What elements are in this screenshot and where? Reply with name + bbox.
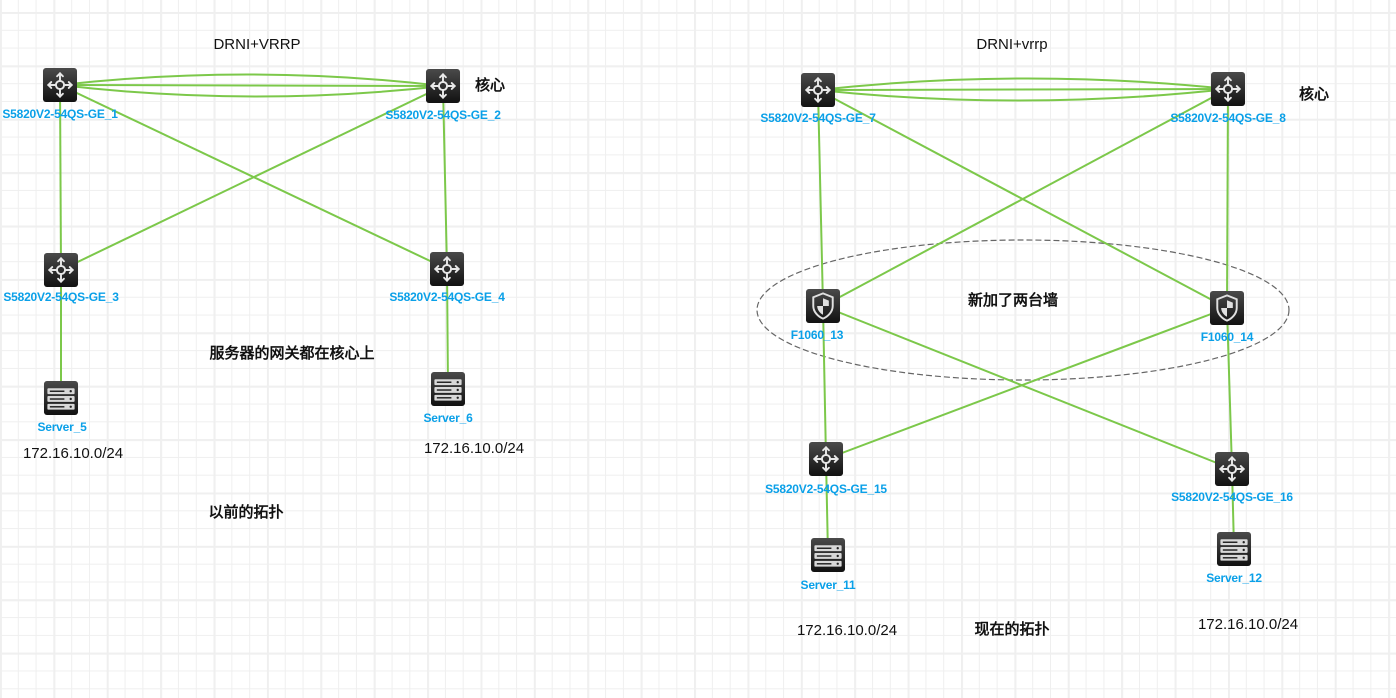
node-fw14[interactable] <box>1209 290 1245 326</box>
before-title: DRNI+VRRP <box>213 36 301 53</box>
server-icon <box>43 380 79 416</box>
link-ge8-fw13[interactable] <box>822 88 1229 307</box>
link-fw14-ge16[interactable] <box>1226 307 1233 470</box>
node-fw13[interactable] <box>805 288 841 324</box>
firewall-shield-icon <box>1209 290 1245 326</box>
node-label-ge7: S5820V2-54QS-GE_7 <box>760 111 876 125</box>
node-label-fw13: F1060_13 <box>790 328 844 342</box>
node-label-ge4: S5820V2-54QS-GE_4 <box>389 290 505 304</box>
after-subnet-1: 172.16.10.0/24 <box>796 622 898 639</box>
before-gateway-note: 服务器的网关都在核心上 <box>209 344 375 362</box>
node-label-fw14: F1060_14 <box>1200 330 1254 344</box>
node-srv12[interactable] <box>1216 531 1252 567</box>
node-ge4[interactable] <box>429 251 465 287</box>
node-ge15[interactable] <box>808 441 844 477</box>
node-label-ge2: S5820V2-54QS-GE_2 <box>385 108 501 122</box>
server-icon <box>810 537 846 573</box>
link-ge4-srv6[interactable] <box>446 268 449 390</box>
node-ge7[interactable] <box>800 72 836 108</box>
link-ge8-fw14[interactable] <box>1226 88 1229 309</box>
node-label-srv12: Server_12 <box>1206 571 1262 585</box>
node-label-ge15: S5820V2-54QS-GE_15 <box>765 482 887 496</box>
link-ge7-ge8[interactable] <box>817 88 1229 102</box>
router-icon <box>1214 451 1250 487</box>
node-ge16[interactable] <box>1214 451 1250 487</box>
after-core-note: 核心 <box>1298 85 1330 103</box>
link-ge7-ge8[interactable] <box>817 88 1229 91</box>
node-srv5[interactable] <box>43 380 79 416</box>
router-icon <box>42 67 78 103</box>
before-core-note: 核心 <box>474 76 506 94</box>
node-srv11[interactable] <box>810 537 846 573</box>
node-ge8[interactable] <box>1210 71 1246 107</box>
router-icon <box>808 441 844 477</box>
firewall-shield-icon <box>805 288 841 324</box>
link-fw14-ge15[interactable] <box>825 307 1228 460</box>
router-icon <box>425 68 461 104</box>
node-label-ge16: S5820V2-54QS-GE_16 <box>1171 490 1293 504</box>
link-ge2-ge3[interactable] <box>60 85 444 271</box>
node-ge1[interactable] <box>42 67 78 103</box>
link-fw13-ge15[interactable] <box>822 305 827 460</box>
link-ge1-ge2[interactable] <box>59 84 444 87</box>
link-ge1-ge2[interactable] <box>59 84 444 98</box>
before-caption: 以前的拓扑 <box>208 503 284 521</box>
link-fw13-ge16[interactable] <box>822 305 1233 470</box>
link-ge1-ge3[interactable] <box>59 84 62 271</box>
router-icon <box>800 72 836 108</box>
node-label-ge3: S5820V2-54QS-GE_3 <box>3 290 119 304</box>
before-subnet-1: 172.16.10.0/24 <box>22 445 124 462</box>
node-label-ge1: S5820V2-54QS-GE_1 <box>2 107 118 121</box>
node-ge3[interactable] <box>43 252 79 288</box>
server-icon <box>430 371 466 407</box>
node-label-srv6: Server_6 <box>423 411 473 425</box>
node-srv6[interactable] <box>430 371 466 407</box>
before-subnet-2: 172.16.10.0/24 <box>423 440 525 457</box>
firewall-group-ellipse <box>756 239 1290 381</box>
node-label-srv11: Server_11 <box>800 578 856 592</box>
after-caption: 现在的拓扑 <box>974 620 1050 638</box>
server-icon <box>1216 531 1252 567</box>
router-icon <box>1210 71 1246 107</box>
node-label-ge8: S5820V2-54QS-GE_8 <box>1170 111 1286 125</box>
router-icon <box>429 251 465 287</box>
node-ge2[interactable] <box>425 68 461 104</box>
after-firewall-note: 新加了两台墙 <box>967 291 1059 309</box>
router-icon <box>43 252 79 288</box>
node-label-srv5: Server_5 <box>37 420 87 434</box>
link-ge1-ge2[interactable] <box>59 73 444 87</box>
link-ge7-fw13[interactable] <box>817 89 824 307</box>
after-title: DRNI+vrrp <box>976 36 1048 53</box>
link-ge7-ge8[interactable] <box>817 77 1229 91</box>
after-subnet-2: 172.16.10.0/24 <box>1197 616 1299 633</box>
link-ge2-ge4[interactable] <box>442 85 448 270</box>
